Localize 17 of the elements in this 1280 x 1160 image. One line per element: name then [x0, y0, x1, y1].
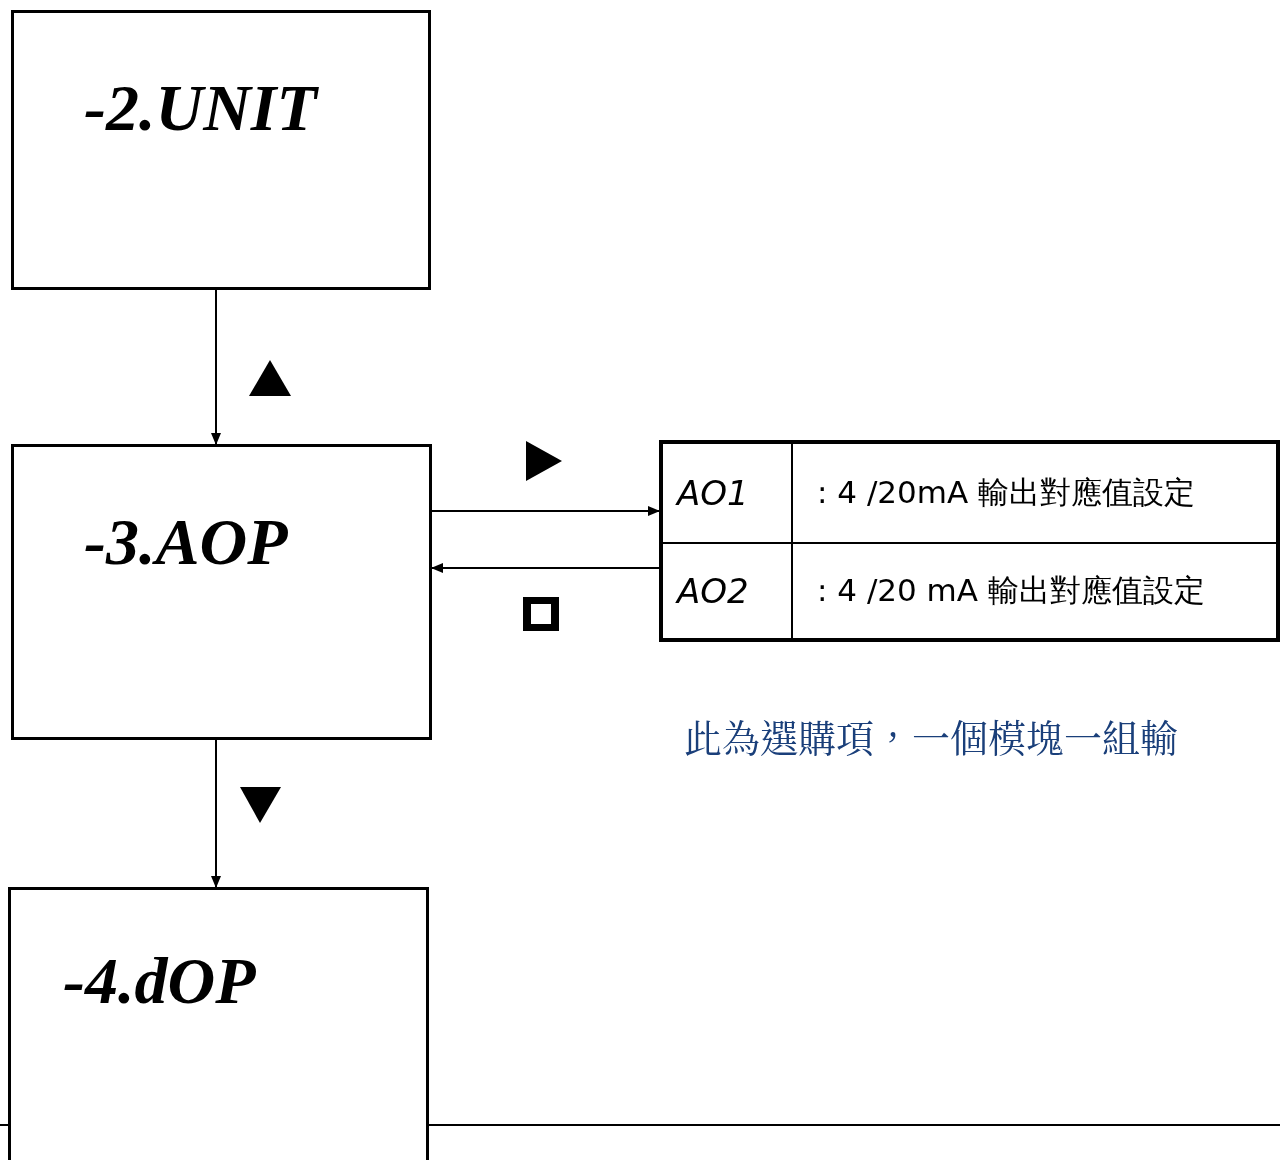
note-text: 此為選購項，一個模塊一組輸	[684, 708, 1178, 763]
setting-text: : 4 /20mA 輸出對應值設定	[817, 473, 1196, 512]
menu-box	[11, 10, 431, 290]
menu-title: -2.UNIT	[84, 75, 317, 141]
table-cell	[791, 542, 1276, 638]
menu-title: -4.dOP	[63, 948, 256, 1014]
option-table	[659, 440, 1280, 642]
output-name: AO2	[677, 571, 749, 611]
menu-title: -3.AOP	[84, 509, 288, 575]
arrow	[211, 739, 221, 888]
arrow	[431, 563, 660, 573]
menu-box	[8, 887, 429, 1160]
menu-box	[11, 444, 432, 740]
arrow	[431, 506, 660, 516]
arrow	[211, 289, 221, 445]
output-name: AO1	[677, 473, 749, 513]
setting-text: : 4 /20 mA 輸出對應值設定	[817, 571, 1205, 610]
